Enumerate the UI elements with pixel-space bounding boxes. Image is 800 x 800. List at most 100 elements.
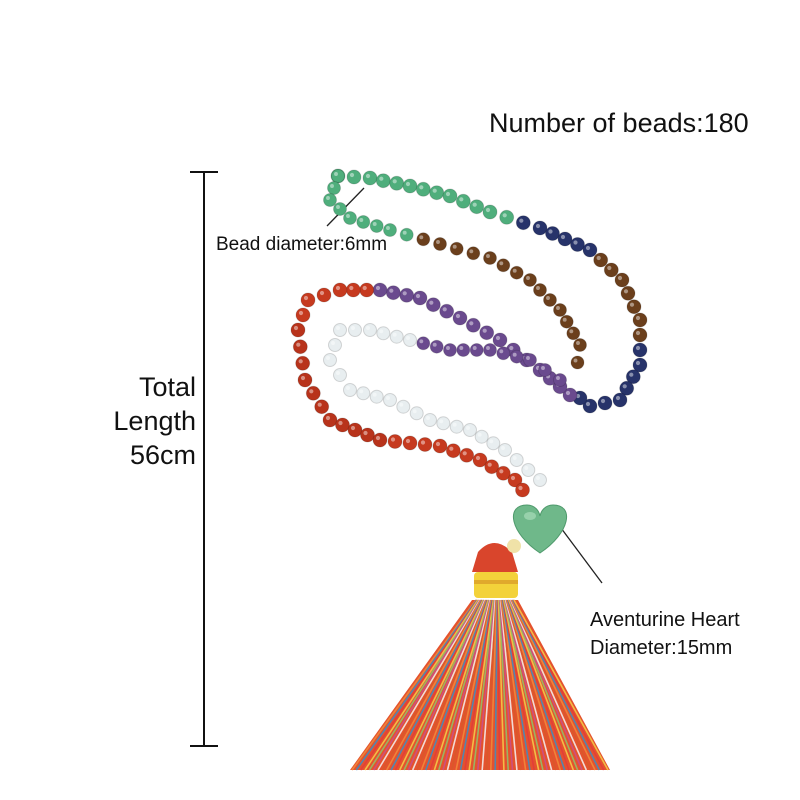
tassel-strand (513, 599, 609, 771)
bead-highlight (455, 313, 461, 319)
bead (593, 252, 609, 268)
bead-highlight (375, 435, 381, 441)
tassel-strand (500, 599, 522, 771)
bead-highlight (336, 371, 340, 375)
bead-highlight (487, 462, 492, 467)
bead (416, 232, 431, 247)
bead-highlight (486, 346, 490, 350)
bead (523, 273, 537, 287)
bead-highlight (375, 285, 381, 291)
bead-highlight (509, 345, 514, 351)
bead (496, 258, 511, 273)
bead (316, 287, 332, 303)
bead-highlight (379, 329, 384, 334)
bead (383, 393, 397, 407)
bead (425, 297, 441, 313)
bead-highlight (432, 342, 437, 347)
bead (533, 473, 547, 487)
tassel-strand (512, 599, 605, 771)
bead (356, 386, 371, 401)
bead-highlight (585, 401, 591, 407)
tassel-strand (507, 599, 570, 771)
bead (345, 282, 361, 298)
tassel-strand (472, 599, 495, 771)
bead-highlight (346, 214, 350, 218)
bead-highlight (573, 240, 578, 245)
tassel-strand (459, 599, 493, 771)
bead (545, 226, 560, 241)
bead-highlight (635, 345, 641, 351)
bead-highlight (336, 326, 340, 330)
bead-highlight (629, 372, 634, 377)
bead-highlight (623, 289, 629, 294)
bead (515, 482, 530, 498)
bead-highlight (452, 244, 457, 249)
bead-highlight (541, 366, 545, 370)
bead (323, 353, 337, 367)
bead (557, 231, 573, 247)
bead (356, 215, 371, 229)
bead (459, 447, 475, 463)
bead-highlight (386, 396, 390, 400)
bead-count-label: Number of beads:180 (489, 108, 749, 138)
bead (566, 326, 581, 341)
bead-highlight (309, 389, 314, 394)
bead-highlight (379, 176, 384, 181)
tassel-strand (373, 599, 480, 771)
bead-highlight (536, 476, 540, 480)
bead-highlight (435, 441, 441, 447)
bead (479, 325, 495, 341)
bead-highlight (617, 275, 623, 281)
bead (632, 342, 648, 358)
bead (403, 333, 417, 347)
bead (363, 323, 377, 337)
bead (570, 237, 585, 252)
bead-highlight (402, 230, 407, 235)
bead-highlight (486, 254, 490, 258)
bead (297, 372, 313, 388)
bead (449, 419, 464, 434)
bead-highlight (298, 359, 303, 364)
bead-highlight (452, 422, 457, 427)
bead-highlight (556, 376, 560, 380)
bead-highlight (445, 191, 451, 197)
bead-diameter-label: Bead diameter:6mm (216, 234, 388, 255)
bead (573, 338, 587, 352)
bead (509, 349, 524, 364)
bead-highlight (495, 335, 501, 341)
tassel-strand (502, 599, 540, 771)
total-length-line: Length (113, 406, 196, 436)
bead-highlight (477, 432, 482, 437)
bead-highlight (330, 184, 334, 188)
tassel-strand (506, 599, 562, 771)
bead-highlight (546, 296, 550, 300)
bead (625, 369, 641, 385)
bead-highlight (501, 446, 505, 450)
bead-highlight (326, 196, 330, 200)
tassel-strand (490, 599, 498, 771)
bead-highlight (415, 293, 421, 299)
bead (463, 423, 477, 437)
bead-highlight (351, 326, 355, 330)
bead-highlight (317, 402, 322, 407)
bead-highlight (556, 306, 560, 310)
bead-highlight (548, 229, 553, 234)
bead-highlight (565, 390, 571, 396)
bead (436, 416, 451, 431)
bead (483, 343, 497, 357)
bead-highlight (359, 389, 364, 394)
bead (333, 368, 347, 382)
bead (614, 272, 630, 288)
bead (322, 412, 338, 428)
bead (496, 346, 511, 361)
bead-highlight (420, 440, 426, 445)
bead-highlight (419, 339, 424, 344)
bead-highlight (512, 456, 517, 460)
bead (626, 299, 642, 315)
bead-highlight (573, 358, 578, 363)
bead-highlight (293, 325, 299, 331)
tassel-strand (497, 599, 505, 771)
bead-highlight (349, 285, 354, 291)
bead-highlight (502, 213, 507, 218)
